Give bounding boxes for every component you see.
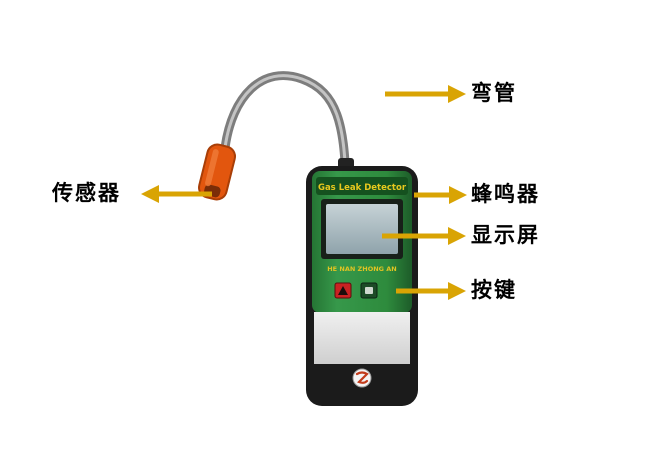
keys-label: 按键 xyxy=(471,278,517,302)
tube-label: 弯管 xyxy=(471,81,517,105)
brand-logo-mark-icon xyxy=(355,371,369,384)
device-body: Gas Leak Detector HE NAN ZHONG AN xyxy=(306,158,418,406)
keys-arrowhead-icon xyxy=(448,282,466,300)
sensor-arrow xyxy=(141,185,212,203)
display-arrowhead-icon xyxy=(448,227,466,245)
display-screen xyxy=(326,204,398,254)
sensor-tip-shine xyxy=(205,149,219,187)
display-arrow xyxy=(382,227,466,245)
device-lower-panel xyxy=(314,312,410,364)
red-key-triangle-icon xyxy=(338,286,348,295)
keys-arrow xyxy=(396,282,466,300)
brand-logo xyxy=(352,368,372,388)
tube-arrow xyxy=(385,85,466,103)
sensor-arrowhead-icon xyxy=(141,185,159,203)
buzzer-label: 蜂鸣器 xyxy=(471,182,540,206)
screen-caption-text: HE NAN ZHONG AN xyxy=(327,265,397,273)
flexible-tube-highlight xyxy=(223,74,348,184)
buzzer-arrow xyxy=(414,186,467,204)
sensor-label: 传感器 xyxy=(52,181,121,205)
flexible-tube xyxy=(220,71,351,187)
tube-arrowhead-icon xyxy=(448,85,466,103)
key-buttons xyxy=(334,282,378,299)
buzzer-arrowhead-icon xyxy=(449,186,467,204)
green-key-glyph-icon xyxy=(365,287,373,294)
display-label: 显示屏 xyxy=(471,223,540,247)
buzzer-band xyxy=(316,177,408,195)
callout-arrows xyxy=(141,85,467,300)
device-header-text: Gas Leak Detector xyxy=(318,183,407,193)
